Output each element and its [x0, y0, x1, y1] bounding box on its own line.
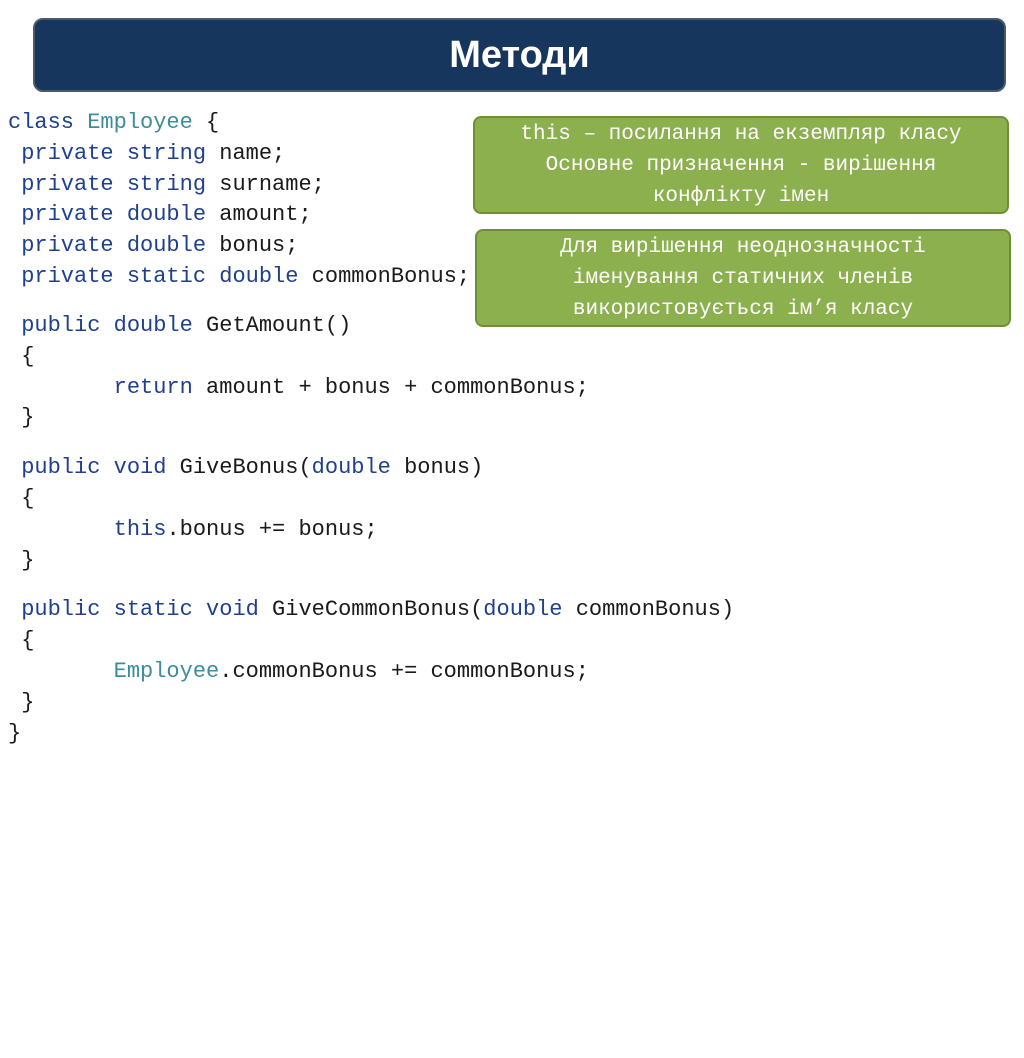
code-text: [8, 233, 21, 258]
code-text: [114, 172, 127, 197]
code-line: private double bonus;: [8, 231, 298, 261]
code-keyword: public: [21, 313, 101, 338]
code-line: }: [8, 719, 21, 749]
code-line: private static double commonBonus;: [8, 262, 470, 292]
code-text: .bonus += bonus;: [166, 517, 378, 542]
code-text: [114, 264, 127, 289]
code-keyword: void: [113, 455, 167, 480]
code-text: [8, 141, 21, 166]
code-keyword: private: [21, 202, 114, 227]
code-text: }: [8, 548, 35, 573]
code-line: }: [8, 688, 34, 718]
code-text: commonBonus;: [298, 264, 471, 289]
code-line: }: [8, 546, 34, 576]
code-text: GiveBonus(: [166, 455, 312, 480]
code-keyword: private: [21, 264, 114, 289]
code-text: {: [8, 628, 35, 653]
code-keyword: class: [8, 110, 75, 135]
code-text: [74, 110, 87, 135]
code-text: [8, 264, 21, 289]
code-text: {: [8, 486, 35, 511]
code-text: [8, 597, 21, 622]
code-text: name;: [206, 141, 286, 166]
code-line: public static void GiveCommonBonus(doubl…: [8, 595, 734, 625]
code-text: amount;: [206, 202, 312, 227]
code-line: private double amount;: [8, 200, 312, 230]
code-text: [8, 517, 114, 542]
code-keyword: double: [311, 455, 391, 480]
code-text: surname;: [206, 172, 325, 197]
code-type-name: Employee: [87, 110, 193, 135]
code-keyword: public: [21, 455, 101, 480]
code-text: [206, 264, 219, 289]
code-keyword: private: [21, 172, 114, 197]
code-text: }: [8, 721, 22, 746]
code-line: public void GiveBonus(double bonus): [8, 453, 483, 483]
code-text: bonus): [390, 455, 484, 480]
code-keyword: return: [113, 375, 193, 400]
callout-line: Для вирішення неоднозначності: [560, 235, 926, 259]
code-text: [8, 375, 114, 400]
code-line: {: [8, 342, 34, 372]
code-text: }: [8, 690, 35, 715]
code-type-name: Employee: [113, 659, 220, 684]
code-line: {: [8, 484, 34, 514]
code-keyword: public: [21, 597, 101, 622]
code-keyword: double: [126, 202, 207, 227]
code-text: amount + bonus + commonBonus;: [192, 375, 589, 400]
code-text: [8, 659, 114, 684]
code-text: [114, 233, 127, 258]
code-text: [114, 141, 127, 166]
code-line: {: [8, 626, 34, 656]
callout-static-members: Для вирішення неоднозначності іменування…: [475, 229, 1011, 327]
callout-this-reference: this – посилання на екземпляр класу Осно…: [473, 116, 1009, 214]
code-text: }: [8, 405, 35, 430]
code-line: private string name;: [8, 139, 285, 169]
code-line: this.bonus += bonus;: [8, 515, 378, 545]
code-text: [8, 455, 21, 480]
code-text: GetAmount(): [192, 313, 352, 338]
code-text: commonBonus): [562, 597, 735, 622]
code-keyword: this: [113, 517, 167, 542]
code-keyword: string: [126, 172, 207, 197]
code-text: [100, 597, 113, 622]
code-keyword: double: [126, 233, 207, 258]
code-text: {: [8, 344, 35, 369]
code-text: bonus;: [206, 233, 299, 258]
callout-line: конфлікту імен: [652, 184, 830, 208]
slide-title: Методи: [449, 33, 590, 76]
code-text: [8, 313, 21, 338]
code-keyword: double: [483, 597, 563, 622]
callout-line: іменування статичних членів: [572, 266, 914, 290]
callout-line: Основне призначення - вирішення: [545, 153, 937, 177]
code-line: private string surname;: [8, 170, 325, 200]
code-text: {: [192, 110, 220, 135]
code-block: class Employee { private string name; pr…: [8, 108, 734, 1058]
code-keyword: static: [126, 264, 207, 289]
code-line: class Employee {: [8, 108, 219, 138]
callout-line: використовується ім’я класу: [572, 297, 914, 321]
code-text: [100, 313, 113, 338]
code-keyword: double: [219, 264, 299, 289]
code-line: return amount + bonus + commonBonus;: [8, 373, 589, 403]
slide-title-bar: Методи: [33, 18, 1006, 92]
code-keyword: private: [21, 233, 114, 258]
code-text: [193, 597, 206, 622]
code-text: [8, 202, 21, 227]
code-keyword: void: [206, 597, 259, 622]
code-keyword: static: [113, 597, 193, 622]
code-keyword: double: [113, 313, 193, 338]
code-keyword: string: [126, 141, 207, 166]
code-text: [8, 172, 21, 197]
callout-line: this – посилання на екземпляр класу: [520, 122, 962, 146]
code-text: .commonBonus += commonBonus;: [219, 659, 589, 684]
code-line: Employee.commonBonus += commonBonus;: [8, 657, 589, 687]
code-text: GiveCommonBonus(: [258, 597, 484, 622]
code-line: }: [8, 403, 34, 433]
code-text: [100, 455, 113, 480]
code-line: public double GetAmount(): [8, 311, 351, 341]
code-text: [114, 202, 127, 227]
code-keyword: private: [21, 141, 114, 166]
